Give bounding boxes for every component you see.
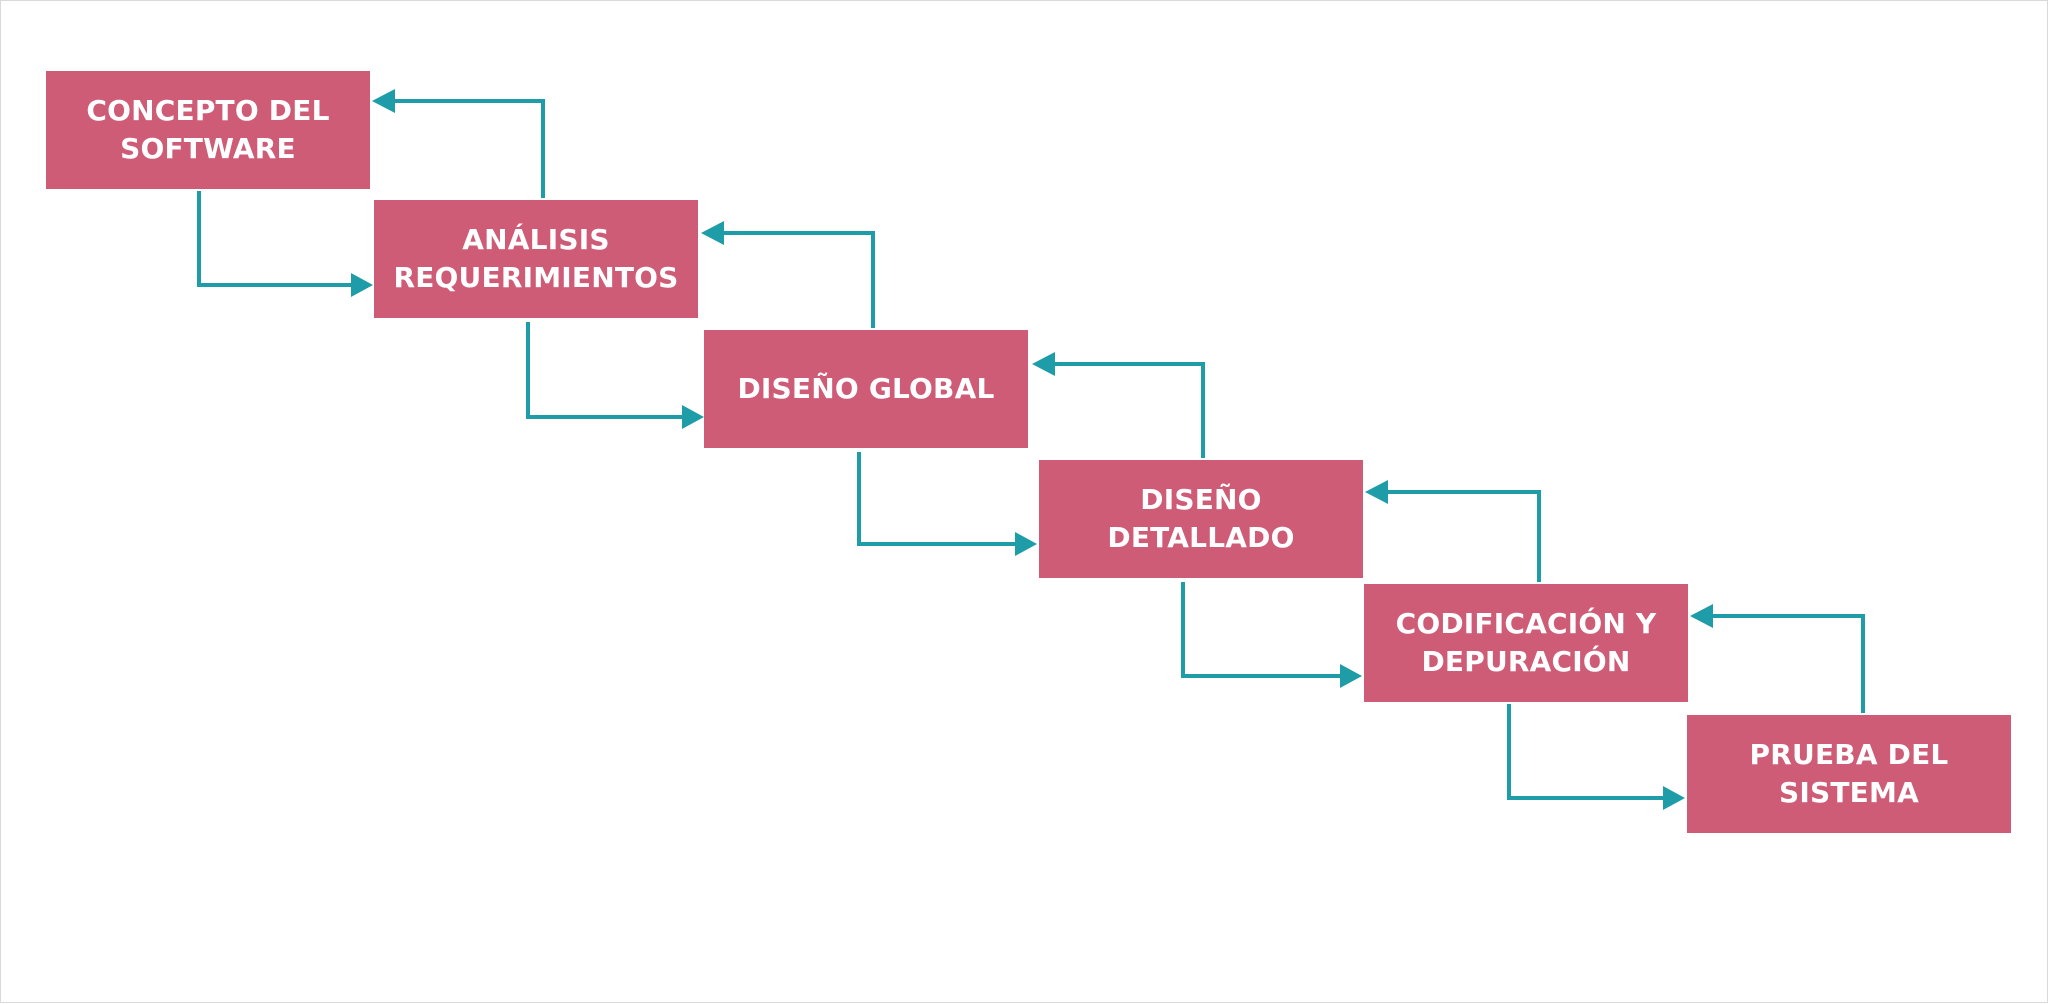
feedback-arrow-3-2 (722, 231, 875, 328)
step-label: CONCEPTO DEL SOFTWARE (86, 94, 330, 165)
feedback-arrowhead-6-5 (1690, 604, 1713, 628)
forward-arrow-2-3 (526, 322, 684, 419)
feedback-arrowhead-2-1 (372, 89, 395, 113)
forward-arrowheads (351, 273, 1685, 810)
feedback-arrow-5-4 (1386, 490, 1541, 582)
feedback-arrowhead-3-2 (701, 221, 724, 245)
step-label: DISEÑO DETALLADO (1107, 483, 1295, 554)
feedback-arrowheads (372, 89, 1713, 628)
step-concepto-del-software: CONCEPTO DEL SOFTWARE (46, 71, 370, 189)
feedback-arrow-6-5 (1711, 614, 1865, 713)
feedback-arrow-4-3 (1053, 362, 1205, 458)
forward-arrow-5-6 (1507, 704, 1665, 800)
step-label: DISEÑO GLOBAL (737, 372, 995, 405)
forward-arrow-1-2 (197, 191, 353, 287)
forward-arrow-3-4 (857, 452, 1017, 546)
forward-arrows (197, 191, 1665, 800)
forward-arrowhead-1-2 (351, 273, 373, 297)
step-label: ANÁLISIS REQUERIMIENTOS (393, 223, 679, 294)
step-label: PRUEBA DEL SISTEMA (1749, 738, 1949, 809)
step-prueba-del-sistema: PRUEBA DEL SISTEMA (1687, 715, 2011, 833)
forward-arrowhead-2-3 (682, 405, 704, 429)
forward-arrowhead-5-6 (1663, 786, 1685, 810)
forward-arrow-4-5 (1181, 582, 1342, 678)
forward-arrowhead-3-4 (1015, 532, 1037, 556)
feedback-arrows (393, 99, 1865, 713)
step-label: CODIFICACIÓN Y DEPURACIÓN (1395, 607, 1657, 678)
feedback-arrowhead-5-4 (1365, 480, 1388, 504)
step-analisis-requerimientos: ANÁLISIS REQUERIMIENTOS (374, 200, 698, 318)
step-codificacion-y-depuracion: CODIFICACIÓN Y DEPURACIÓN (1364, 584, 1688, 702)
feedback-arrowhead-4-3 (1032, 352, 1055, 376)
forward-arrowhead-4-5 (1340, 664, 1362, 688)
step-diseno-detallado: DISEÑO DETALLADO (1039, 460, 1363, 578)
feedback-arrow-2-1 (393, 99, 545, 198)
step-diseno-global: DISEÑO GLOBAL (704, 330, 1028, 448)
